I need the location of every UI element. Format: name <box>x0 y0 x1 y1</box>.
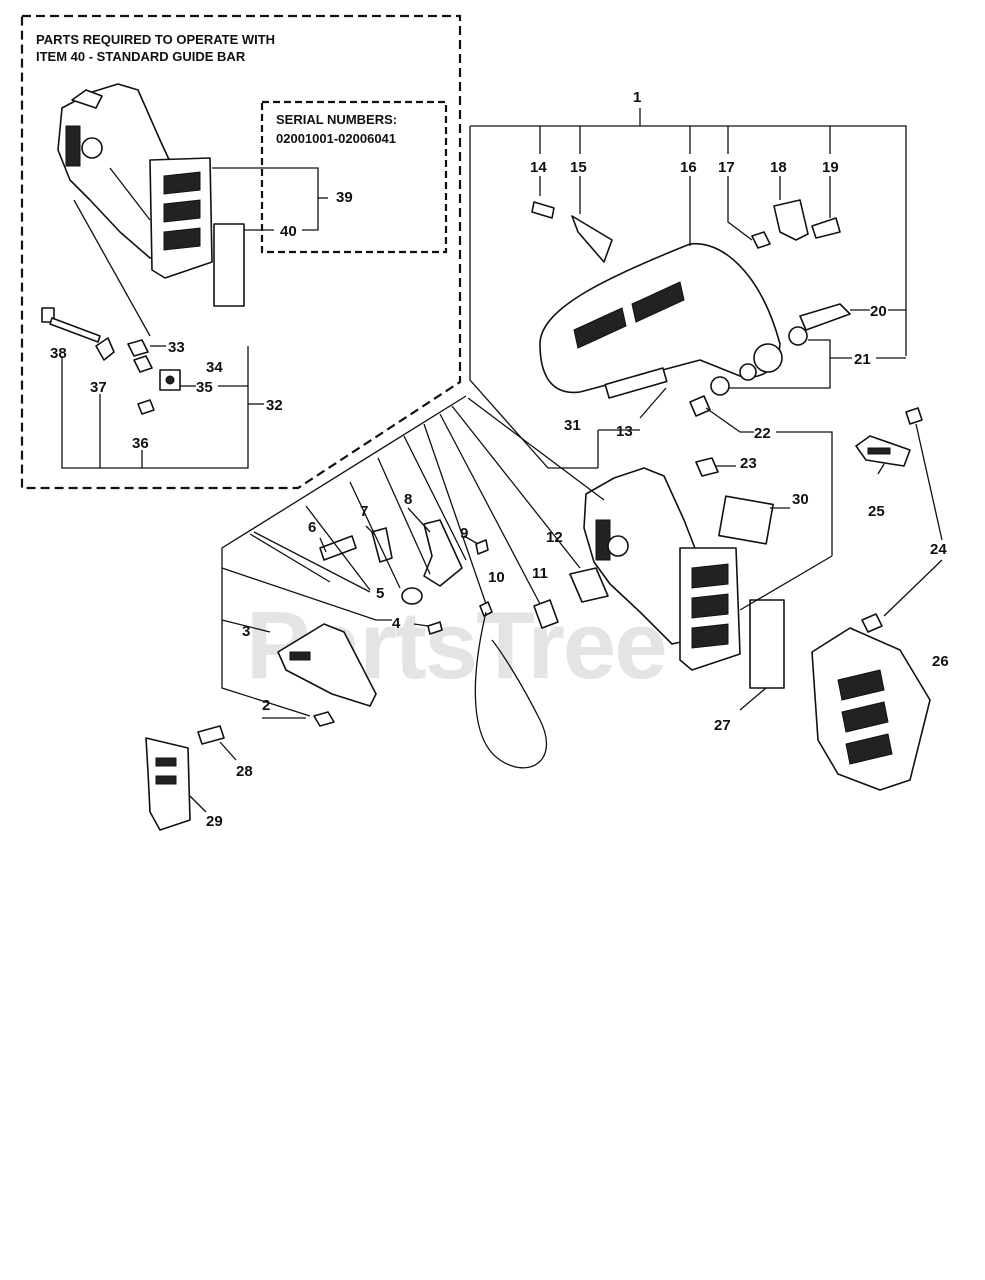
callout-30: 30 <box>792 491 809 508</box>
serial-numbers-box <box>260 100 448 254</box>
required-parts-note-line1: PARTS REQUIRED TO OPERATE WITH <box>36 32 275 47</box>
part-7-lever <box>371 527 393 563</box>
callout-5: 5 <box>376 585 384 602</box>
callout-38: 38 <box>50 345 67 362</box>
part-37-screw <box>95 337 115 361</box>
part-11-bushing <box>533 599 559 629</box>
callout-20: 20 <box>870 303 887 320</box>
serial-numbers-label: SERIAL NUMBERS: <box>276 112 397 127</box>
callout-18: 18 <box>770 159 787 176</box>
callout-numbers: 1 14 15 16 17 18 19 20 21 22 23 13 31 30… <box>50 89 949 830</box>
part-3-chain-guard <box>277 623 377 707</box>
part-23-nut <box>695 457 719 477</box>
callout-25: 25 <box>868 503 885 520</box>
part-24-screw-lower <box>861 613 883 633</box>
part-25-bracket <box>855 435 911 467</box>
part-27-label-plate <box>749 599 785 689</box>
callout-10: 10 <box>488 569 505 586</box>
callout-33: 33 <box>168 339 185 356</box>
part-12-block <box>569 567 609 603</box>
part-5-collar <box>401 587 423 605</box>
callout-22: 22 <box>754 425 771 442</box>
part-26-side-cover <box>811 627 931 791</box>
part-29-plate <box>145 737 191 831</box>
part-34-nut <box>133 355 153 373</box>
callout-32: 32 <box>266 397 283 414</box>
callout-14: 14 <box>530 159 547 176</box>
required-parts-box <box>20 14 462 490</box>
callout-17: 17 <box>718 159 735 176</box>
part-17-nut <box>751 231 771 249</box>
leader-lines <box>61 108 943 813</box>
callout-36: 36 <box>132 435 149 452</box>
callout-1: 1 <box>633 89 641 106</box>
part-18-plate <box>773 199 809 241</box>
callout-35: 35 <box>196 379 213 396</box>
callout-23: 23 <box>740 455 757 472</box>
callout-40: 40 <box>280 223 297 240</box>
callout-34: 34 <box>206 359 223 376</box>
part-30-label <box>718 495 774 545</box>
callout-6: 6 <box>308 519 316 536</box>
part-15-spring-clip <box>571 215 613 263</box>
callout-29: 29 <box>206 813 223 830</box>
part-22-nut <box>689 395 711 417</box>
middle-clutch-cover-assembly <box>583 467 741 671</box>
part-40-label-plate <box>213 223 245 307</box>
callout-7: 7 <box>360 503 368 520</box>
callout-2: 2 <box>262 697 270 714</box>
part-38-bolt <box>41 307 101 343</box>
callout-9: 9 <box>460 525 468 542</box>
callout-8: 8 <box>404 491 412 508</box>
part-16-guide-bar-cover <box>539 242 783 394</box>
callout-39: 39 <box>336 189 353 206</box>
required-parts-note-line2: ITEM 40 - STANDARD GUIDE BAR <box>36 49 246 64</box>
part-2-screw <box>313 711 335 727</box>
callout-26: 26 <box>932 653 949 670</box>
callout-4: 4 <box>392 615 401 632</box>
callout-21: 21 <box>854 351 871 368</box>
part-10-brake-band <box>474 601 547 769</box>
part-21-washer <box>788 326 808 346</box>
part-36-screw <box>137 399 155 415</box>
callout-13: 13 <box>616 423 633 440</box>
part-28-bolt <box>197 725 225 745</box>
part-14-bolt <box>531 201 555 219</box>
callout-12: 12 <box>546 529 563 546</box>
callout-28: 28 <box>236 763 253 780</box>
part-20-bolt <box>799 303 851 331</box>
part-8-brake-band-lever <box>423 519 463 587</box>
part-24-screw-upper <box>905 407 923 425</box>
part-21-washer-2 <box>710 376 730 396</box>
part-9-pin <box>475 539 489 555</box>
callout-15: 15 <box>570 159 587 176</box>
serial-numbers-range: 02001001-02006041 <box>276 131 396 146</box>
part-33-nut <box>127 339 149 357</box>
callout-3: 3 <box>242 623 250 640</box>
part-4-pin <box>427 621 443 635</box>
callout-24: 24 <box>930 541 947 558</box>
callout-31: 31 <box>564 417 581 434</box>
inset-clutch-cover-assembly <box>57 83 213 279</box>
part-35-nut-bracket <box>159 369 181 391</box>
part-31-label <box>604 367 668 399</box>
callout-16: 16 <box>680 159 697 176</box>
callout-19: 19 <box>822 159 839 176</box>
part-19-bolt <box>811 217 841 239</box>
callout-27: 27 <box>714 717 731 734</box>
callout-37: 37 <box>90 379 107 396</box>
callout-11: 11 <box>532 565 548 582</box>
